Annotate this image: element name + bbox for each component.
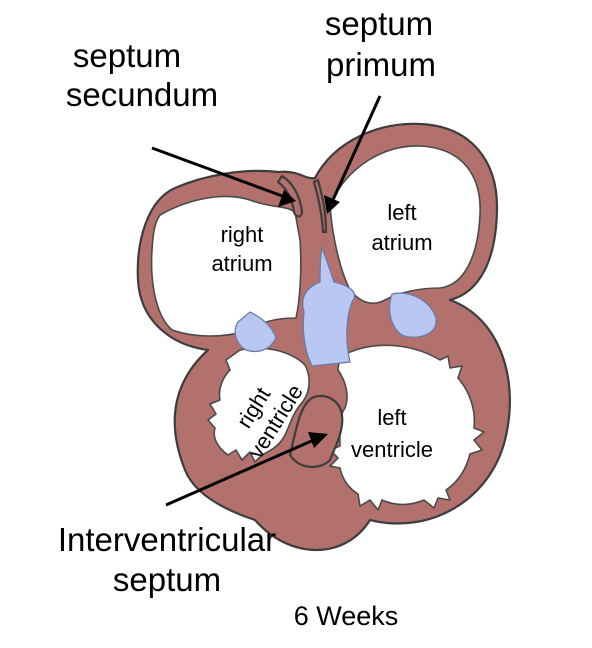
- arrow-septum-primum: [324, 95, 382, 214]
- label-left-atrium-line1: left: [387, 200, 416, 225]
- central-cushion: [302, 245, 356, 367]
- left-cushion: [389, 292, 437, 338]
- label-left-atrium: left atrium: [371, 200, 432, 255]
- label-left-atrium-line2: atrium: [371, 230, 432, 255]
- label-right-atrium: right atrium: [211, 222, 272, 276]
- left-ventricle-cavity: [329, 344, 485, 511]
- label-right-atrium-line2: atrium: [211, 251, 272, 276]
- label-left-ventricle-line2: ventricle: [351, 437, 433, 462]
- label-interventricular-septum-line1: Interventricular: [58, 521, 276, 558]
- interventricular-septum-shape: [288, 394, 344, 468]
- label-right-atrium-line1: right: [221, 222, 264, 247]
- left-atrium-cavity: [329, 145, 481, 305]
- label-septum-primum-line2: primum: [326, 46, 436, 83]
- septum-primum-shape: [312, 178, 328, 234]
- arrow-interventricular-septum: [165, 432, 328, 507]
- label-septum-secundum: septum secundum: [66, 37, 218, 113]
- label-interventricular-septum: Interventricular septum: [58, 521, 276, 598]
- caption-age: 6 Weeks: [294, 601, 399, 631]
- label-septum-secundum-line2: secundum: [66, 76, 218, 113]
- label-septum-secundum-line1: septum: [73, 37, 181, 74]
- label-left-ventricle-line1: left: [377, 405, 406, 430]
- label-left-ventricle: left ventricle: [351, 405, 433, 462]
- label-interventricular-septum-line2: septum: [113, 561, 221, 598]
- right-atrium-cavity: [150, 195, 302, 337]
- endocardial-cushions: [234, 245, 437, 367]
- label-septum-primum: septum primum: [325, 5, 436, 83]
- right-cushion: [234, 311, 277, 353]
- label-septum-primum-line1: septum: [325, 5, 433, 42]
- arrow-septum-secundum: [151, 146, 296, 207]
- right-ventricle-cavity: [207, 347, 310, 463]
